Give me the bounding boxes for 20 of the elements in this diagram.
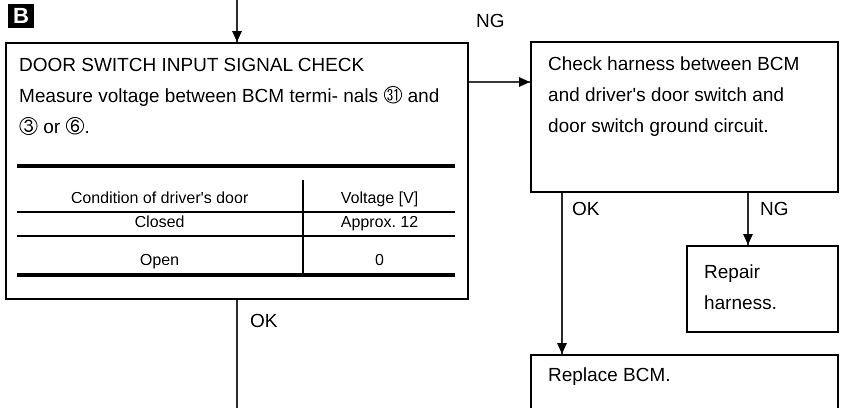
table-cell: Approx. 12 — [304, 213, 455, 237]
process-box — [530, 354, 839, 408]
arrow — [469, 77, 530, 87]
box-text: Check harness between BCM and driver's door switch and door switch ground circuit. — [548, 53, 800, 139]
arrow — [232, 0, 242, 42]
table-cell-text: 0 — [374, 251, 385, 271]
process-box — [530, 41, 839, 193]
box-text: Measure voltage between BCM termi- nals ㉛ and ③ or ⑥. — [19, 85, 440, 140]
box-text: Replace BCM. — [548, 364, 672, 388]
table-cell: Condition of driver's door — [17, 180, 304, 213]
process-box — [5, 42, 469, 300]
table-cell: Open — [17, 237, 304, 273]
box-heading: DOOR SWITCH INPUT SIGNAL CHECK — [19, 54, 366, 78]
box-text: Repair harness. — [704, 261, 778, 316]
arrow — [557, 193, 567, 354]
arrow — [743, 193, 753, 245]
process-box — [686, 245, 839, 333]
table-cell: Closed — [17, 213, 304, 237]
section-badge: B — [8, 4, 34, 28]
table-cell: Voltage [V] — [304, 180, 455, 213]
